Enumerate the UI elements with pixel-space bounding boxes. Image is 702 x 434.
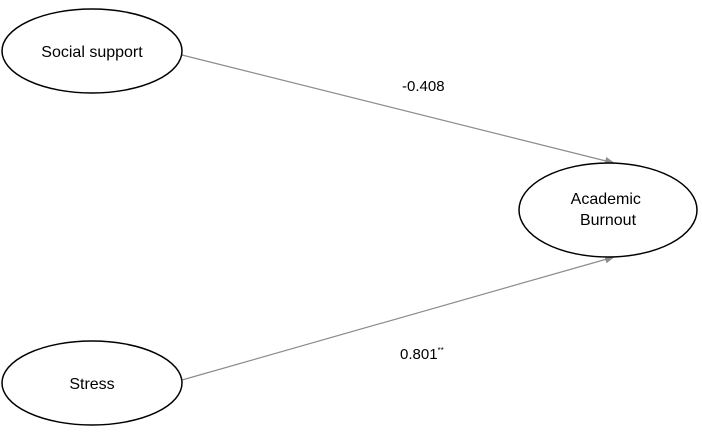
node-academic-burnout: Academic Burnout	[518, 162, 698, 258]
node-academic-burnout-label: Academic Burnout	[571, 191, 646, 229]
coefficient-stress: 0.801**	[400, 346, 444, 363]
significance-marker: **	[438, 346, 444, 355]
node-social-support: Social support	[1, 8, 183, 94]
node-stress-label: Stress	[69, 376, 114, 393]
node-stress: Stress	[1, 340, 183, 426]
edge-stress-to-burnout	[181, 255, 615, 381]
node-social-support-label: Social support	[41, 44, 143, 61]
node-academic-burnout-line-1: Academic	[571, 191, 641, 208]
edge-social-support-to-burnout	[181, 54, 615, 165]
coefficient-stress-value: 0.801	[400, 346, 438, 363]
node-academic-burnout-line-2: Burnout	[580, 212, 637, 229]
coefficient-social-support: -0.408	[402, 78, 445, 95]
